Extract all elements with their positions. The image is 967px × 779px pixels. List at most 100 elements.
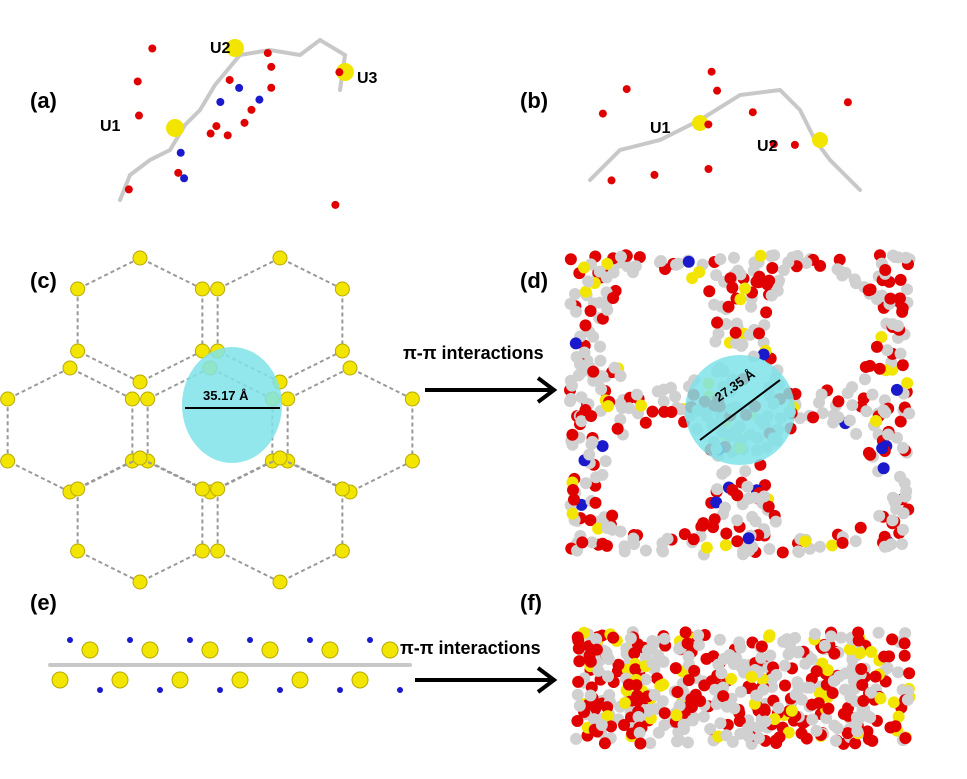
- oxygen-atom: [267, 62, 276, 71]
- atom-sphere: [822, 702, 835, 715]
- atom-sphere: [814, 259, 827, 272]
- atom-sphere: [892, 666, 905, 679]
- atom-sphere: [724, 272, 737, 285]
- atom-sphere: [612, 658, 625, 671]
- atom-sphere: [590, 643, 603, 656]
- atom-sphere: [682, 674, 695, 687]
- atom-sphere: [862, 733, 875, 746]
- atom-sphere: [584, 514, 597, 527]
- atom-sphere: [755, 640, 768, 653]
- atom-sphere: [894, 273, 907, 286]
- uranium-node: [334, 343, 350, 359]
- nitrogen-atom: [67, 637, 73, 643]
- oxygen-atom: [790, 140, 799, 149]
- atom-sphere: [692, 638, 705, 651]
- atom-sphere: [601, 710, 614, 723]
- atom-sphere: [892, 710, 905, 723]
- atom-sphere: [686, 714, 699, 727]
- atom-sphere: [587, 365, 600, 378]
- atom-sphere: [848, 273, 861, 286]
- atom-sphere: [903, 667, 916, 680]
- atom-sphere: [886, 633, 899, 646]
- oxygen-atom: [598, 109, 607, 118]
- uranium-node: [272, 450, 288, 466]
- atom-sphere: [566, 507, 579, 520]
- arrow-label-2: π-π interactions: [400, 638, 541, 658]
- atom-sphere: [720, 527, 733, 540]
- arrow-head-2: [536, 666, 558, 694]
- atom-sphere: [710, 496, 723, 509]
- atom-sphere: [678, 528, 691, 541]
- atom-sphere: [770, 668, 783, 681]
- atom-sphere: [677, 718, 690, 731]
- atom-sphere: [670, 258, 683, 271]
- atom-sphere: [578, 346, 591, 359]
- oxygen-atom: [748, 108, 757, 117]
- atom-sphere: [869, 670, 882, 683]
- atom-sphere: [896, 441, 909, 454]
- atom-sphere: [835, 631, 848, 644]
- oxygen-atom: [174, 168, 183, 177]
- atom-sphere: [603, 688, 616, 701]
- atom-sphere: [658, 632, 671, 645]
- atom-sphere: [611, 422, 624, 435]
- atom-sphere: [719, 465, 732, 478]
- atom-sphere: [748, 491, 761, 504]
- atom-sphere: [725, 672, 738, 685]
- atom-sphere: [714, 717, 727, 730]
- uranium-node: [0, 391, 16, 407]
- atom-sphere: [849, 737, 862, 750]
- uranium-node: [334, 281, 350, 297]
- atom-sphere: [900, 485, 913, 498]
- uranium-polyhedron: [351, 671, 369, 689]
- atom-sphere: [874, 692, 887, 705]
- atom-sphere: [806, 713, 819, 726]
- atom-sphere: [849, 535, 862, 548]
- atom-sphere: [626, 266, 639, 279]
- oxygen-atom: [148, 44, 157, 53]
- atom-sphere: [726, 281, 739, 294]
- atom-sphere: [758, 704, 771, 717]
- atom-sphere: [864, 283, 877, 296]
- atom-sphere: [894, 470, 907, 483]
- atom-sphere: [850, 427, 863, 440]
- atom-sphere: [651, 385, 664, 398]
- atom-sphere: [564, 253, 577, 266]
- atom-sphere: [657, 678, 670, 691]
- atom-sphere: [682, 255, 695, 268]
- panel-label-c: (c): [30, 268, 57, 293]
- oxygen-atom: [622, 85, 631, 94]
- arrow-head-1: [536, 376, 558, 404]
- atom-sphere: [633, 251, 646, 264]
- atom-sphere: [566, 428, 579, 441]
- uranium-node: [70, 281, 86, 297]
- atom-sphere: [595, 718, 608, 731]
- atom-sphere: [624, 632, 637, 645]
- atom-sphere: [707, 521, 720, 534]
- oxygen-atom: [713, 86, 722, 95]
- uranium-polyhedron: [201, 641, 219, 659]
- atom-sphere: [828, 719, 841, 732]
- atom-sphere: [882, 428, 895, 441]
- atom-sphere: [688, 664, 701, 677]
- atom-sphere: [782, 256, 795, 269]
- atom-sphere: [884, 292, 897, 305]
- atom-sphere: [837, 707, 850, 720]
- framework-ring: [76, 456, 204, 584]
- atom-sphere: [844, 691, 857, 704]
- atom-sphere: [656, 543, 669, 556]
- atom-sphere: [594, 354, 607, 367]
- atom-sphere: [762, 500, 775, 513]
- atom-sphere: [608, 361, 621, 374]
- nitrogen-atom: [235, 83, 244, 92]
- atom-sphere: [639, 416, 652, 429]
- atom-sphere: [777, 635, 790, 648]
- atom-sphere: [734, 685, 747, 698]
- atom-sphere: [735, 661, 748, 674]
- oxygen-atom: [206, 129, 215, 138]
- atom-sphere: [841, 727, 854, 740]
- atom-sphere: [860, 405, 873, 418]
- atom-sphere: [592, 522, 605, 535]
- pore-arrow-d: [699, 379, 781, 441]
- atom-sphere: [673, 699, 686, 712]
